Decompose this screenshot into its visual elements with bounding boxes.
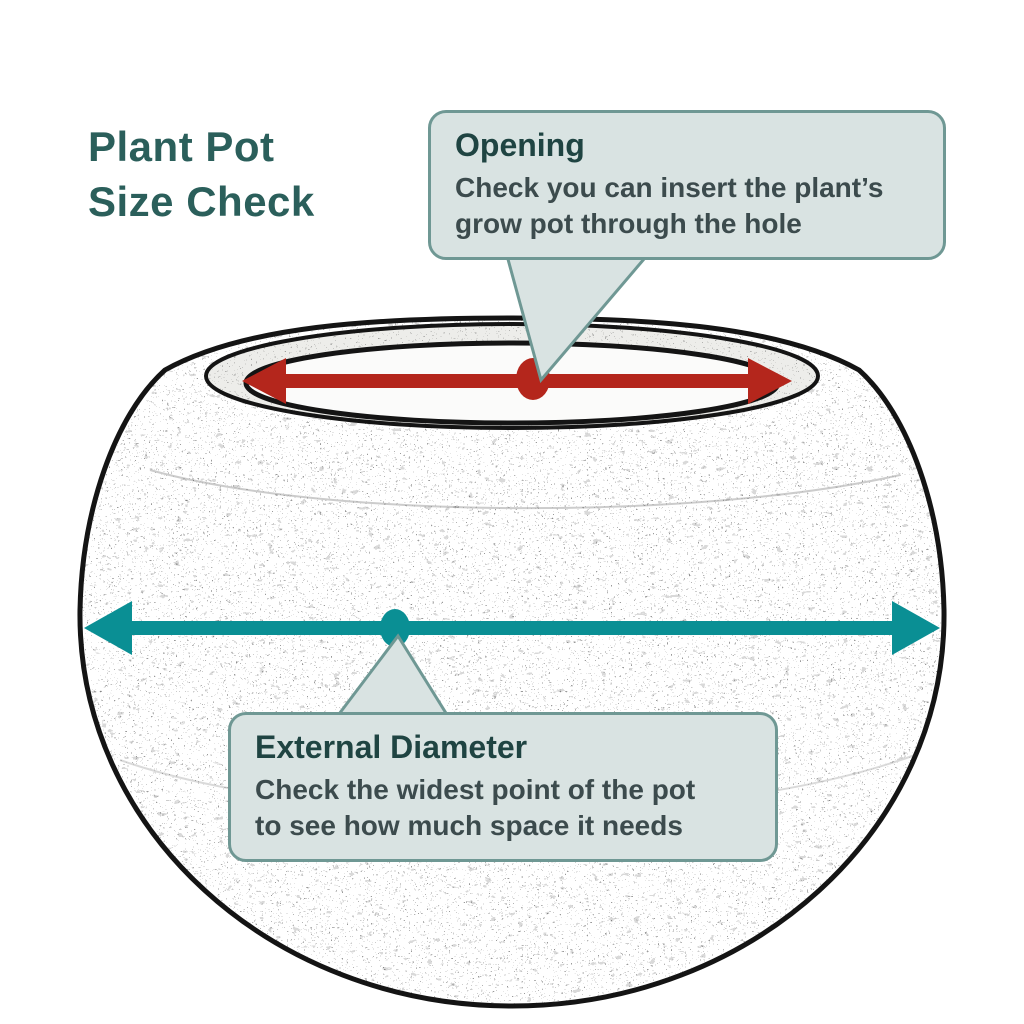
opening-callout-body-line-1: Check you can insert the plant’s	[455, 171, 884, 203]
diameter-arrow	[84, 601, 940, 655]
external-diameter-callout: External Diameter Check the widest point…	[228, 712, 778, 863]
page-title: Plant Pot Size Check	[88, 120, 315, 229]
external-callout-heading: External Diameter	[255, 729, 528, 765]
opening-callout-body-line-2: grow pot through the hole	[455, 207, 802, 239]
external-callout-body-line-2: to see how much space it needs	[255, 809, 683, 841]
page-title-line-2: Size Check	[88, 177, 315, 225]
opening-callout: Opening Check you can insert the plant’s…	[428, 110, 946, 261]
opening-callout-heading: Opening	[455, 127, 585, 163]
pot-shading-line	[149, 469, 901, 510]
diameter-arrow-dot	[380, 609, 410, 647]
external-callout-body-line-1: Check the widest point of the pot	[255, 773, 696, 805]
page-title-line-1: Plant Pot	[88, 123, 275, 170]
